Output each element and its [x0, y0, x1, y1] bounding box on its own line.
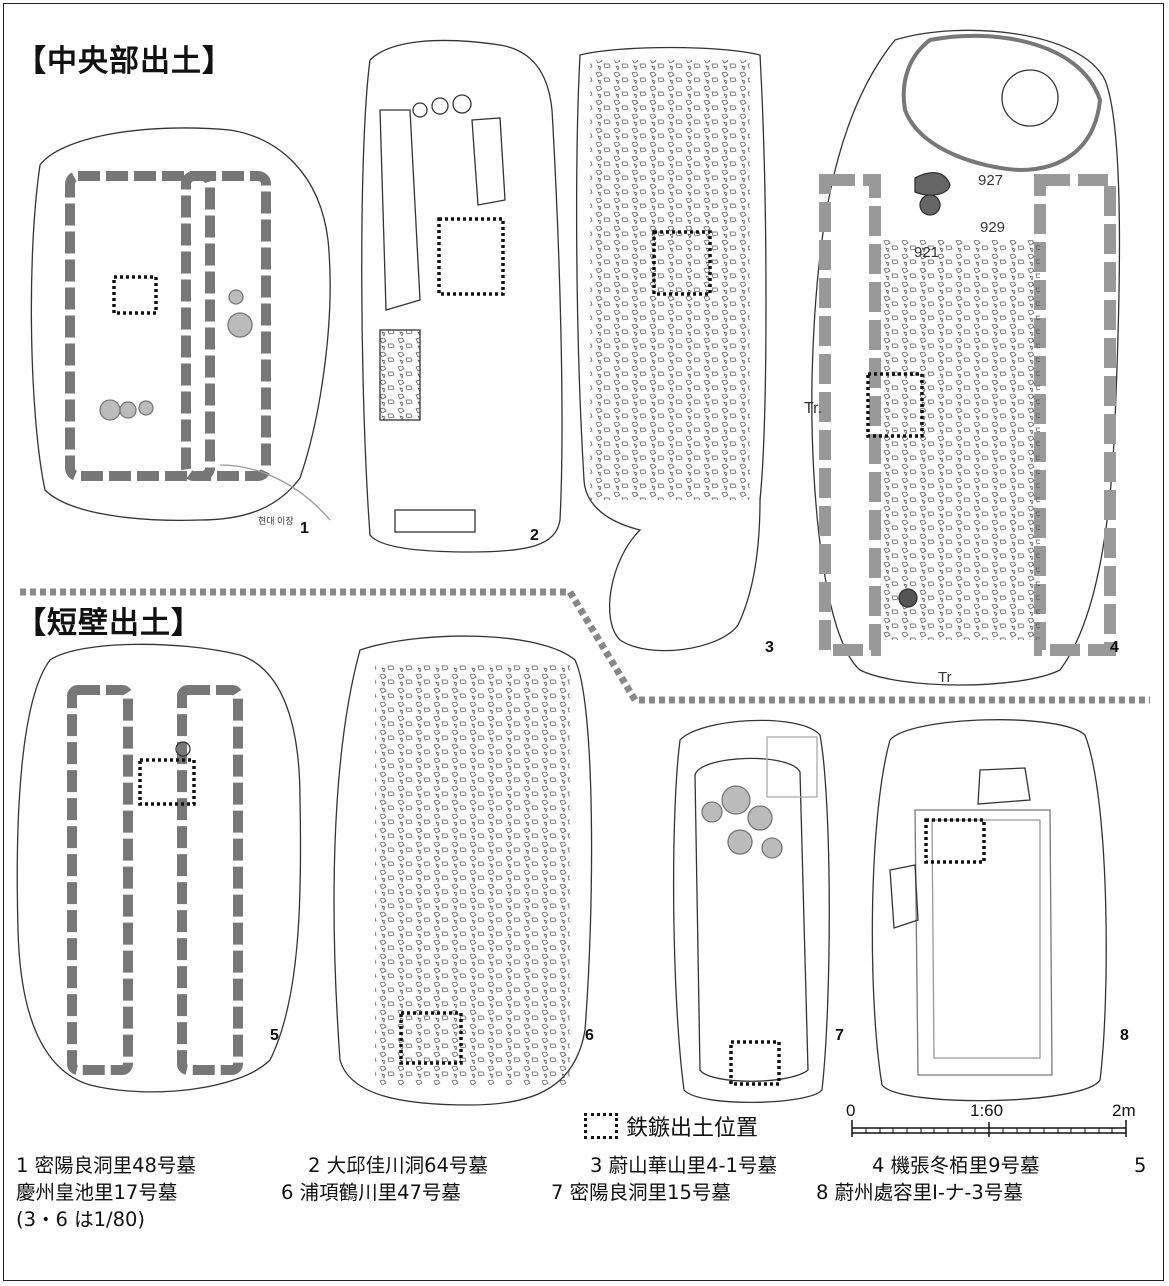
tomb-plan-5: [16, 643, 302, 1093]
caption-line-1: 1 密陽良洞里48号墓 2 大邱佳川洞64号墓 3 蔚山華山里4-1号墓 4 機張冬栢…: [16, 1152, 1156, 1179]
figure-number-3: 3: [765, 639, 774, 656]
scale-bar: [851, 1120, 1127, 1137]
caption-item-4: 4 機張冬栢里9号墓: [872, 1154, 1040, 1177]
scale-mid: 1:60: [970, 1101, 1003, 1120]
caption: 1 密陽良洞里48号墓 2 大邱佳川洞64号墓 3 蔚山華山里4-1号墓 4 機張冬栢…: [16, 1152, 1156, 1233]
caption-item-3: 3 蔚山華山里4-1号墓: [590, 1154, 777, 1177]
caption-item-5-number: 5: [1134, 1154, 1147, 1177]
fig4-label-921: 921: [914, 244, 939, 261]
figure-numbers: 1 2 3 4 5 6 7 8: [270, 520, 1129, 1044]
figure-number-5: 5: [270, 1027, 279, 1044]
legend-dotted-box-icon: [584, 1113, 618, 1139]
figure-number-7: 7: [835, 1027, 844, 1044]
caption-item-1: 1 密陽良洞里48号墓: [16, 1154, 196, 1177]
caption-item-5: 慶州皇池里17号墓: [16, 1181, 178, 1204]
figure-number-2: 2: [530, 527, 539, 544]
fig4-label-927: 927: [978, 172, 1003, 189]
tomb-plan-3: [575, 46, 767, 652]
tomb-plan-6: [333, 635, 593, 1106]
caption-item-8: 8 蔚州處容里Ⅰ-ナ-3号墓: [816, 1181, 1023, 1204]
fig4-label-tr-1: Tr.: [804, 400, 822, 417]
figure-number-4: 4: [1110, 639, 1119, 656]
section-divider: [20, 588, 1150, 704]
figure-number-1: 1: [300, 520, 309, 537]
section-title-short-wall: 【短壁出土】: [16, 606, 202, 641]
scale-end: 2m: [1112, 1101, 1136, 1120]
figure-number-6: 6: [585, 1027, 594, 1044]
legend-label: 鉄鏃出土位置: [626, 1116, 759, 1141]
caption-line-3: (3・6 は1/80): [16, 1208, 146, 1231]
legend: 鉄鏃出土位置: [584, 1110, 758, 1142]
caption-item-6: 6 浦項鶴川里47号墓: [281, 1181, 461, 1204]
fig4-label-tr-2: Tr: [938, 669, 952, 686]
section-title-central: 【中央部出土】: [16, 44, 233, 79]
fig1-note: 현대 이장: [258, 516, 294, 526]
tomb-plan-2: [361, 39, 563, 553]
tomb-plan-8: [871, 719, 1107, 1102]
caption-line-2: 慶州皇池里17号墓 6 浦項鶴川里47号墓 7 密陽良洞里15号墓 8 蔚州處容里Ⅰ-…: [16, 1179, 1156, 1206]
scale-start: 0: [846, 1101, 855, 1120]
tomb-plan-1: [30, 127, 331, 521]
tomb-plan-4: [811, 29, 1121, 686]
tomb-plan-7: [672, 719, 830, 1104]
caption-item-7: 7 密陽良洞里15号墓: [551, 1181, 731, 1204]
figure-frame: [3, 3, 1164, 1281]
fig4-label-929: 929: [980, 219, 1005, 236]
figure-number-8: 8: [1120, 1027, 1129, 1044]
caption-item-2: 2 大邱佳川洞64号墓: [308, 1154, 488, 1177]
